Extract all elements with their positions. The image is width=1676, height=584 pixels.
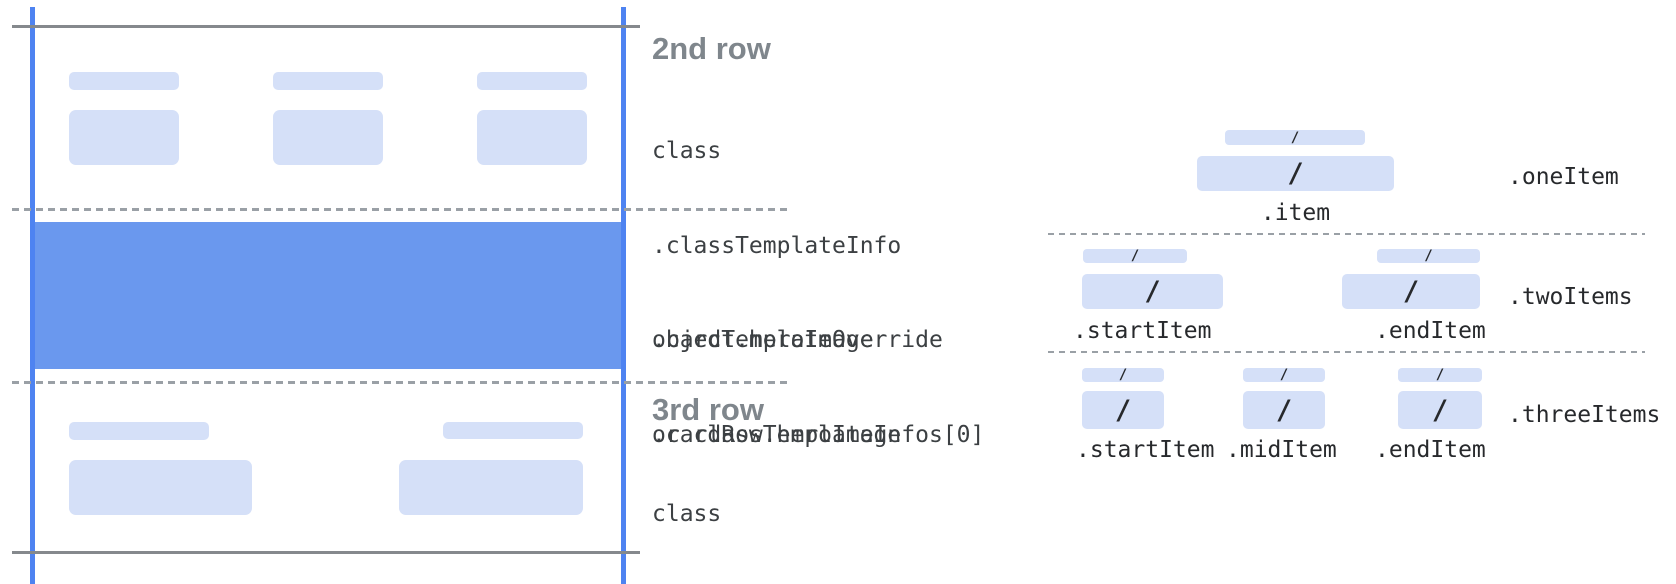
- row2-col2-label-placeholder: [273, 72, 383, 90]
- two-items-end-field-label: .endItem: [1375, 318, 1486, 344]
- slash-icon: /: [1424, 248, 1433, 264]
- slash-icon: /: [1287, 158, 1304, 189]
- slash-icon: /: [1279, 367, 1289, 383]
- row2-col1-label-placeholder: [69, 72, 179, 90]
- slash-icon: /: [1114, 394, 1132, 426]
- card-right-edge-line: [621, 7, 626, 584]
- one-item-body-placeholder: /: [1197, 156, 1394, 191]
- three-items-end-label-placeholder: /: [1398, 367, 1482, 383]
- row3-start-body-placeholder: [69, 460, 252, 515]
- three-items-start-body-placeholder: /: [1082, 391, 1164, 429]
- two-items-start-body-placeholder: /: [1082, 274, 1223, 309]
- three-items-mid-label-placeholder: /: [1243, 367, 1325, 383]
- slash-icon: /: [1118, 367, 1128, 383]
- row3-divider-dashed-line: [12, 381, 790, 384]
- row3-start-label-placeholder: [69, 422, 209, 440]
- two-items-row-label: .twoItems: [1508, 284, 1633, 310]
- row2-heading: 2nd row: [652, 31, 771, 66]
- slash-icon: /: [1275, 394, 1293, 426]
- card-top-boundary-line: [12, 25, 640, 28]
- three-items-end-field-label: .endItem: [1375, 437, 1486, 463]
- row3-code-block: class .classTemplateInfo .cardTemplateOv…: [652, 436, 984, 584]
- slash-icon: /: [1290, 129, 1300, 146]
- slash-icon: /: [1130, 248, 1140, 264]
- one-item-field-label: .item: [1260, 200, 1331, 226]
- three-items-mid-field-label: .midItem: [1226, 437, 1337, 463]
- row3-end-label-placeholder: [443, 422, 583, 439]
- row2-code-line: .classTemplateInfo: [652, 232, 902, 259]
- three-items-row-label: .threeItems: [1508, 402, 1661, 428]
- three-items-start-field-label: .startItem: [1076, 437, 1215, 463]
- hero-code-block: object.heroImage or class.heroImage: [652, 262, 901, 514]
- hero-code-line: or class.heroImage: [652, 421, 902, 448]
- row2-code-line: .cardTemplateOverride: [652, 327, 943, 353]
- row2-col2-body-placeholder: [273, 110, 383, 165]
- row2-code-line: .cardRowTemplateInfos[0]: [652, 421, 985, 448]
- one-item-row-label: .oneItem: [1508, 164, 1619, 190]
- card-left-edge-line: [30, 7, 35, 584]
- row2-code-line: class: [652, 138, 722, 164]
- card-bottom-boundary-line: [12, 551, 640, 554]
- hero-image-band: [35, 222, 621, 369]
- row2-code-block: class .classTemplateInfo .cardTemplateOv…: [652, 73, 984, 514]
- hero-code-line: object.heroImage: [652, 327, 874, 353]
- one-two-divider-dashed-line: [1048, 233, 1645, 235]
- row3-code-line: class: [652, 501, 722, 527]
- three-items-mid-body-placeholder: /: [1243, 391, 1325, 429]
- row3-end-body-placeholder: [399, 460, 583, 515]
- row2-col1-body-placeholder: [69, 110, 179, 165]
- slash-icon: /: [1402, 276, 1420, 307]
- two-items-end-body-placeholder: /: [1342, 274, 1480, 309]
- row2-divider-dashed-line: [12, 208, 790, 211]
- two-items-start-label-placeholder: /: [1083, 248, 1187, 264]
- row2-col3-label-placeholder: [477, 72, 587, 90]
- two-three-divider-dashed-line: [1048, 351, 1645, 353]
- three-items-start-label-placeholder: /: [1082, 367, 1164, 383]
- one-item-label-placeholder: /: [1225, 129, 1365, 146]
- two-items-start-field-label: .startItem: [1073, 318, 1212, 344]
- three-items-end-body-placeholder: /: [1398, 391, 1482, 429]
- two-items-end-label-placeholder: /: [1377, 248, 1480, 264]
- slash-icon: /: [1431, 394, 1449, 426]
- row2-col3-body-placeholder: [477, 110, 587, 165]
- slash-icon: /: [1144, 276, 1161, 307]
- row3-heading: 3rd row: [652, 392, 764, 427]
- slash-icon: /: [1435, 367, 1445, 383]
